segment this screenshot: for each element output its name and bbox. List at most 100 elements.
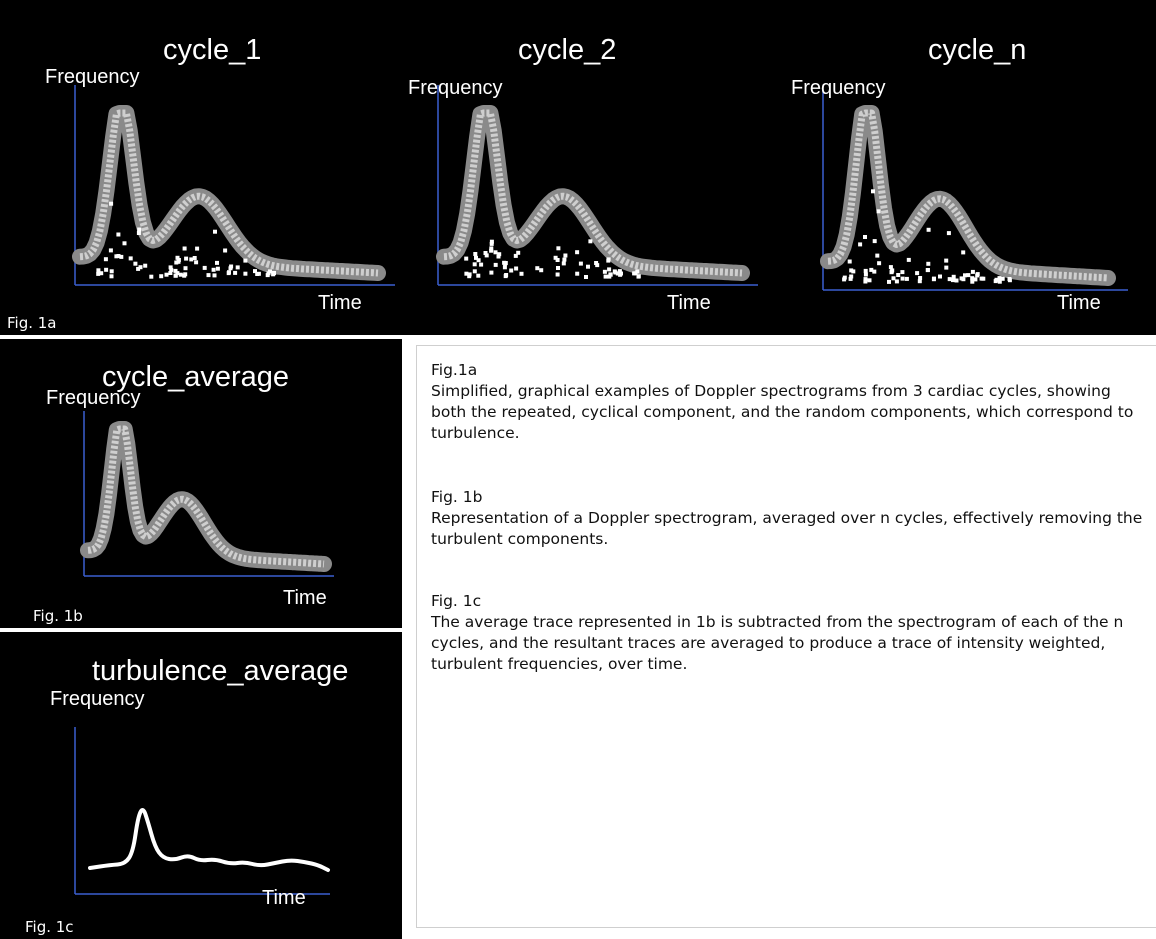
cycle-average-y-label: Frequency [46, 387, 141, 409]
turbulence-speckle [215, 260, 219, 265]
turbulence-speckle [182, 273, 187, 278]
turbulence-speckle [215, 266, 220, 271]
turbulence-speckle [178, 272, 183, 277]
turbulence-speckle [243, 271, 248, 276]
fig-1a-panel: cycle_1 cycle_2 cycle_n Frequency Freque… [0, 0, 1156, 335]
turbulence-speckle [223, 248, 228, 253]
turbulence-speckle [472, 262, 477, 267]
turbulence-speckle [464, 256, 469, 261]
fig-1a-label: Fig. 1a [7, 314, 57, 332]
turbulence-speckle [479, 262, 484, 267]
turbulence-speckle [464, 271, 469, 276]
turbulence-speckle [932, 276, 936, 281]
turbulence-speckle [578, 261, 583, 266]
turbulence-speckle [168, 265, 173, 270]
turbulence-speckle [516, 250, 521, 255]
turbulence-speckle [176, 258, 181, 262]
turbulence-speckle [109, 201, 114, 206]
turbulence-speckle [963, 273, 967, 278]
turbulence-speckle [863, 235, 867, 239]
turbulence-speckle [137, 227, 142, 232]
turbulence-speckle [122, 241, 127, 246]
turbulence-speckle [961, 277, 966, 282]
turbulence-speckle [467, 272, 472, 277]
spectral-band-inner [87, 425, 325, 568]
turbulence-speckle [243, 258, 248, 263]
turbulence-speckle [584, 275, 588, 279]
turbulence-speckle [970, 276, 975, 281]
turbulence-speckle [114, 254, 119, 259]
turbulence-speckle [503, 261, 508, 266]
turbulence-speckle [474, 255, 478, 260]
turbulence-speckle [256, 271, 261, 276]
turbulence-speckle [472, 269, 477, 274]
turbulence-speckle [99, 271, 104, 276]
spectral-band-inner [827, 109, 1109, 282]
turbulence-speckle [103, 257, 108, 262]
turbulence-speckle [946, 231, 951, 236]
cycle-1-plot [72, 85, 395, 286]
turbulence-speckle [607, 274, 612, 279]
cycle-average-x-label: Time [283, 587, 327, 609]
turbulence-speckle [979, 276, 984, 281]
turbulence-speckle [561, 261, 566, 266]
turbulence-speckle [894, 279, 899, 284]
turbulence-speckle [235, 265, 240, 270]
turbulence-speckle [266, 271, 271, 276]
turbulence-speckle [954, 278, 959, 283]
turbulence-speckle [875, 253, 880, 258]
turbulence-speckle [233, 270, 238, 275]
turbulence-speckle [877, 261, 882, 266]
turbulence-speckle [496, 254, 501, 259]
turbulence-speckle [175, 255, 180, 260]
turbulence-speckle [109, 269, 114, 274]
turbulence-speckle [164, 272, 169, 277]
turbulence-speckle [212, 273, 217, 278]
cycle-1-x-label: Time [318, 292, 362, 314]
turbulence-speckle [473, 252, 478, 256]
spectral-band-outer [72, 105, 386, 281]
turbulence-speckle [143, 263, 148, 268]
turbulence-speckle [636, 274, 641, 279]
turbulence-speckle [906, 257, 911, 262]
cycle-n-title: cycle_n [928, 34, 1027, 66]
turbulence-speckle [484, 253, 489, 258]
cycle-2-x-label: Time [667, 292, 711, 314]
turbulence-speckle [973, 277, 978, 282]
turbulence-speckle [594, 261, 599, 265]
turbulence-speckle [1007, 278, 1012, 283]
turbulence-speckle [918, 276, 923, 280]
turbulence-speckle [947, 277, 952, 282]
turbulence-speckle [168, 271, 173, 275]
turbulence-trace [88, 808, 330, 872]
turbulence-speckle [539, 268, 544, 273]
turbulence-speckle [489, 241, 494, 246]
turbulence-speckle [926, 227, 931, 232]
turbulence-speckle [136, 266, 141, 271]
turbulence-speckle [944, 258, 949, 263]
turbulence-speckle [553, 255, 558, 260]
turbulence-speckle [872, 269, 877, 274]
spectral-band-inner [79, 109, 379, 277]
turbulence-speckle [876, 209, 881, 214]
turbulence-speckle [588, 239, 593, 244]
turbulence-speckle [556, 266, 560, 270]
turbulence-speckle [489, 246, 494, 251]
turbulence-speckle [575, 250, 580, 255]
turbulence-speckle [944, 265, 949, 270]
turbulence-speckle [1000, 276, 1005, 281]
cycle-n-y-label: Frequency [791, 77, 886, 99]
turbulence-speckle [633, 271, 638, 276]
turbulence-speckle [213, 229, 217, 234]
turbulence-speckle [133, 261, 138, 266]
turbulence-speckle [900, 270, 905, 275]
turbulence-average-y-label: Frequency [50, 688, 145, 710]
turbulence-speckle [108, 248, 113, 253]
turbulence-speckle [195, 246, 200, 251]
turbulence-speckle [169, 267, 174, 272]
caption-fig-1a-text: Simplified, graphical examples of Dopple… [431, 382, 1134, 442]
turbulence-speckle [613, 270, 618, 275]
turbulence-speckle [848, 276, 853, 281]
turbulence-speckle [227, 270, 231, 275]
turbulence-speckle [900, 276, 905, 281]
